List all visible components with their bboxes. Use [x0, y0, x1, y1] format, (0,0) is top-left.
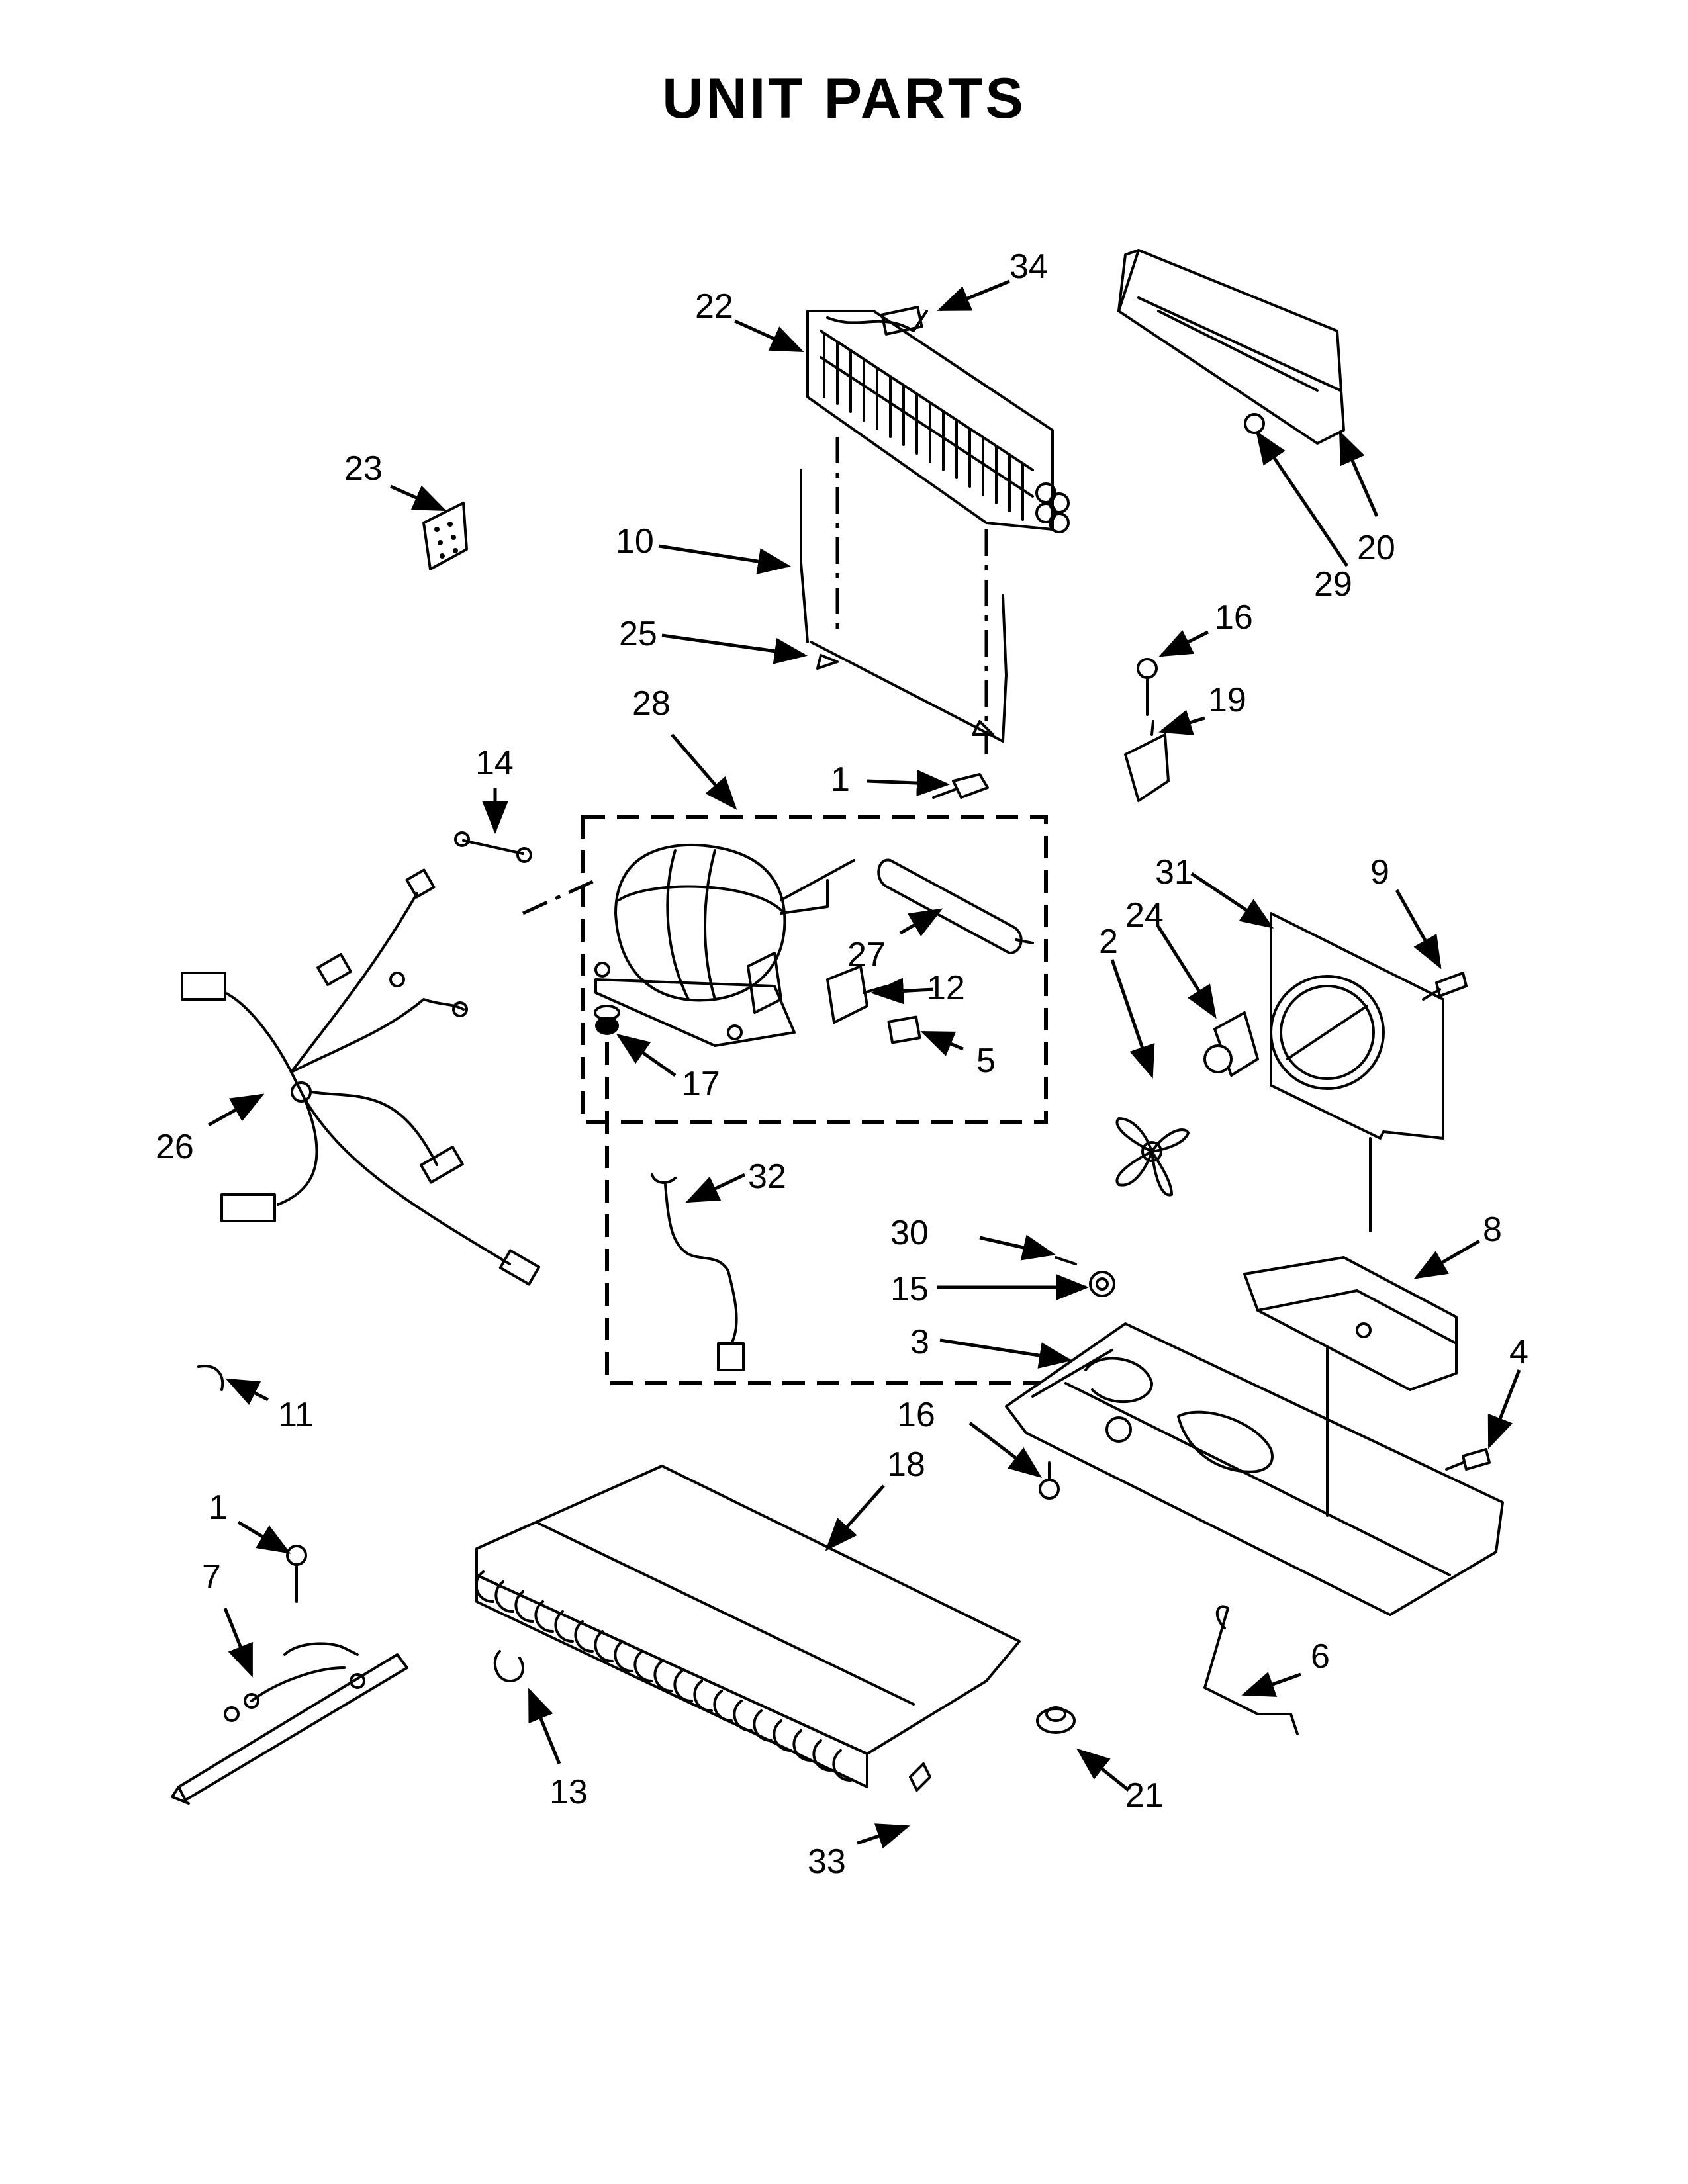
callout-20: 20: [1357, 529, 1395, 567]
strap-part: [454, 831, 532, 863]
callout-13: 13: [549, 1773, 588, 1811]
callout-31: 31: [1155, 853, 1194, 891]
leader-line: [780, 859, 855, 901]
page-title: UNIT PARTS: [662, 67, 1026, 130]
callout-34: 34: [1009, 248, 1048, 286]
compressor-base-alignment: [605, 1042, 1066, 1385]
callout-numbers: 34 22 23 10 25 20 29 16 19 28 14 1 27 12…: [156, 248, 1528, 1881]
drier-part: [877, 858, 1034, 954]
evaporator-part: [475, 1465, 1021, 1788]
callout-23: 23: [344, 449, 383, 488]
strap-leader: [522, 878, 597, 915]
condenser-part: [806, 310, 1070, 533]
callout-9: 9: [1370, 853, 1389, 891]
screw-part: [1422, 972, 1468, 1001]
callout-30: 30: [890, 1214, 929, 1252]
callout-29: 29: [1314, 565, 1352, 604]
spacer-part: [909, 1762, 931, 1792]
callout-6: 6: [1311, 1637, 1330, 1676]
callout-19: 19: [1208, 681, 1246, 719]
grommet-part: [594, 1005, 620, 1035]
callout-10: 10: [616, 522, 654, 561]
callout-leaders: [207, 279, 1521, 1849]
drain-tube-part: [651, 1173, 745, 1371]
callout-14: 14: [475, 744, 514, 782]
callout-28: 28: [632, 684, 671, 723]
label-tag-part: [880, 306, 923, 336]
overload-cap-part: [887, 1015, 921, 1044]
control-board-part: [422, 502, 468, 570]
wire-harness-part: [181, 868, 541, 1286]
screw-part: [1445, 1448, 1491, 1471]
callout-32: 32: [748, 1158, 786, 1196]
callout-16-lower: 16: [897, 1396, 935, 1434]
duct-clip-part: [1244, 413, 1265, 434]
clip-part: [197, 1365, 224, 1391]
machine-compartment-base-part: [1005, 1322, 1504, 1616]
fan-blade-part: [1115, 1117, 1190, 1197]
relay-part: [826, 965, 888, 1024]
callout-27: 27: [847, 936, 886, 974]
clip-part: [493, 1650, 524, 1682]
fan-motor-part: [1203, 1011, 1259, 1077]
screw-part: [286, 1545, 307, 1603]
compressor-part: [594, 843, 829, 1047]
bolt-part: [932, 773, 989, 799]
heater-harness-part: [171, 1642, 408, 1805]
callout-33: 33: [808, 1843, 846, 1881]
callout-17: 17: [682, 1065, 720, 1103]
callout-18: 18: [887, 1445, 925, 1484]
condenser-alignment-lines: [835, 437, 988, 754]
callout-5: 5: [976, 1042, 996, 1080]
grommet-part: [1089, 1271, 1115, 1297]
compressor-assembly-box: [581, 815, 1048, 1124]
callout-7: 7: [202, 1558, 221, 1596]
plug-part: [1055, 1256, 1077, 1265]
callout-15: 15: [890, 1270, 929, 1308]
drain-tray-part: [1243, 1256, 1458, 1391]
callout-12: 12: [927, 969, 965, 1007]
wire-part: [1203, 1605, 1299, 1735]
callout-2: 2: [1099, 923, 1118, 961]
screw-part: [1137, 658, 1158, 716]
bracket-part: [1124, 720, 1170, 802]
fan-shroud-part: [1270, 912, 1444, 1140]
callout-4: 4: [1509, 1333, 1528, 1371]
bumper-part: [1036, 1706, 1076, 1734]
screw-part: [1039, 1461, 1060, 1500]
callout-22: 22: [695, 287, 733, 326]
callout-21: 21: [1125, 1776, 1164, 1815]
discharge-tube-part: [800, 469, 1008, 743]
callout-3: 3: [910, 1323, 929, 1361]
air-duct-part: [1117, 249, 1345, 445]
callout-26: 26: [156, 1128, 194, 1166]
callout-8: 8: [1483, 1210, 1502, 1249]
callout-24: 24: [1125, 896, 1164, 934]
callout-11: 11: [278, 1396, 314, 1434]
callout-25: 25: [619, 615, 657, 653]
callout-16-upper: 16: [1215, 598, 1253, 637]
callout-1-upper: 1: [831, 760, 850, 799]
callout-1-lower: 1: [209, 1488, 228, 1527]
